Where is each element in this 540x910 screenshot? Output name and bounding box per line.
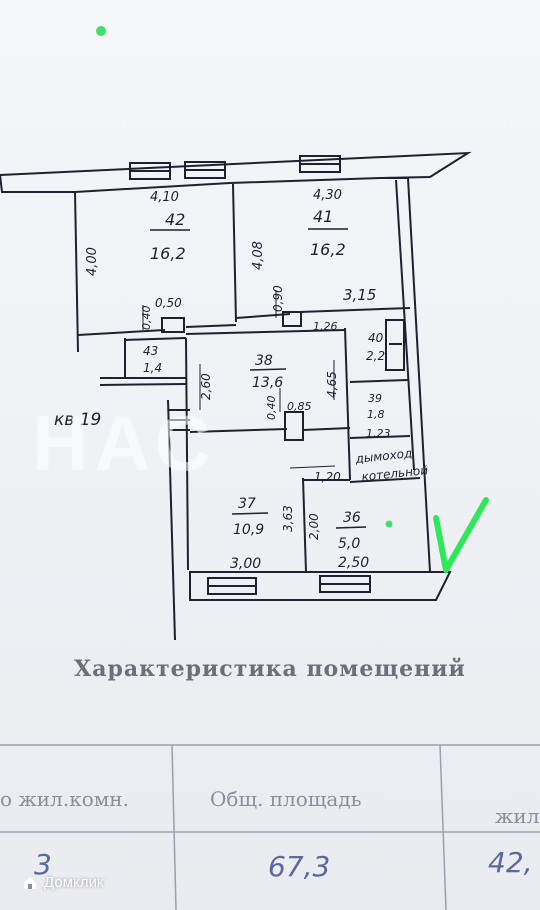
val-living: 42,: [488, 846, 533, 879]
room43-area: 1,4: [143, 361, 162, 375]
table-grid: [0, 744, 540, 910]
dim-260: 2,60: [199, 373, 213, 400]
dim-200: 2,00: [307, 513, 321, 540]
note-chimney: дымоход: [354, 446, 413, 466]
room41-width: 4,30: [313, 188, 342, 203]
val-rooms: 3: [34, 848, 52, 881]
room42-number: 42: [165, 210, 185, 229]
dim-123: 1,23: [366, 427, 391, 440]
watermark: НАС: [32, 399, 218, 487]
col-living: жил: [495, 804, 540, 828]
col-living-rooms: о жил.комн.: [0, 787, 129, 811]
dim-315: 3,15: [343, 286, 376, 304]
dim-090: 0,90: [271, 285, 285, 312]
dim-465: 4,65: [325, 371, 339, 398]
room36-area: 5,0: [338, 536, 360, 552]
room43-number: 43: [143, 344, 158, 358]
room36-number: 36: [343, 510, 361, 526]
room37-area: 10,9: [233, 522, 264, 538]
room42-height: 4,00: [85, 247, 100, 276]
dim-040-a: 0,40: [140, 306, 153, 331]
room42-area: 16,2: [150, 244, 186, 263]
dim-126: 1,26: [313, 320, 338, 333]
room39-area: 1,8: [367, 408, 385, 421]
apartment-label: кв 19: [54, 410, 101, 430]
house-logo-icon: [24, 876, 36, 889]
room42-width: 4,10: [150, 190, 179, 205]
room40-number: 40: [368, 331, 384, 345]
dim-085: 0,85: [287, 400, 312, 413]
val-total-area: 67,3: [268, 850, 331, 883]
room38-number: 38: [255, 353, 273, 369]
dim-050: 0,50: [155, 296, 182, 310]
table-title: Характеристика помещений: [74, 656, 466, 682]
dim-300: 3,00: [230, 556, 261, 572]
room38-area: 13,6: [252, 375, 283, 391]
floor-plan: 4,10 42 16,2 4,00 4,30 41 16,2 4,08 43 1…: [0, 26, 489, 640]
col-total-area: Общ. площадь: [210, 787, 362, 811]
room37-number: 37: [238, 496, 256, 512]
dim-040-b: 0,40: [265, 396, 278, 421]
room41-area: 16,2: [310, 240, 346, 259]
check-mark: [433, 497, 489, 573]
green-dot-room36: [385, 520, 393, 528]
dim-120: 1,20: [314, 470, 341, 484]
note-boiler: котельной: [361, 463, 429, 484]
green-dot-top: [96, 26, 106, 36]
dim-250: 2,50: [338, 555, 369, 571]
dim-363: 3,63: [281, 505, 295, 532]
room39-number: 39: [368, 392, 382, 405]
brand-name: Домклик: [44, 874, 104, 891]
room40-area: 2,2: [366, 349, 385, 363]
room41-height: 4,08: [251, 241, 266, 270]
room41-number: 41: [313, 207, 333, 226]
brand-badge: Домклик: [22, 874, 103, 891]
